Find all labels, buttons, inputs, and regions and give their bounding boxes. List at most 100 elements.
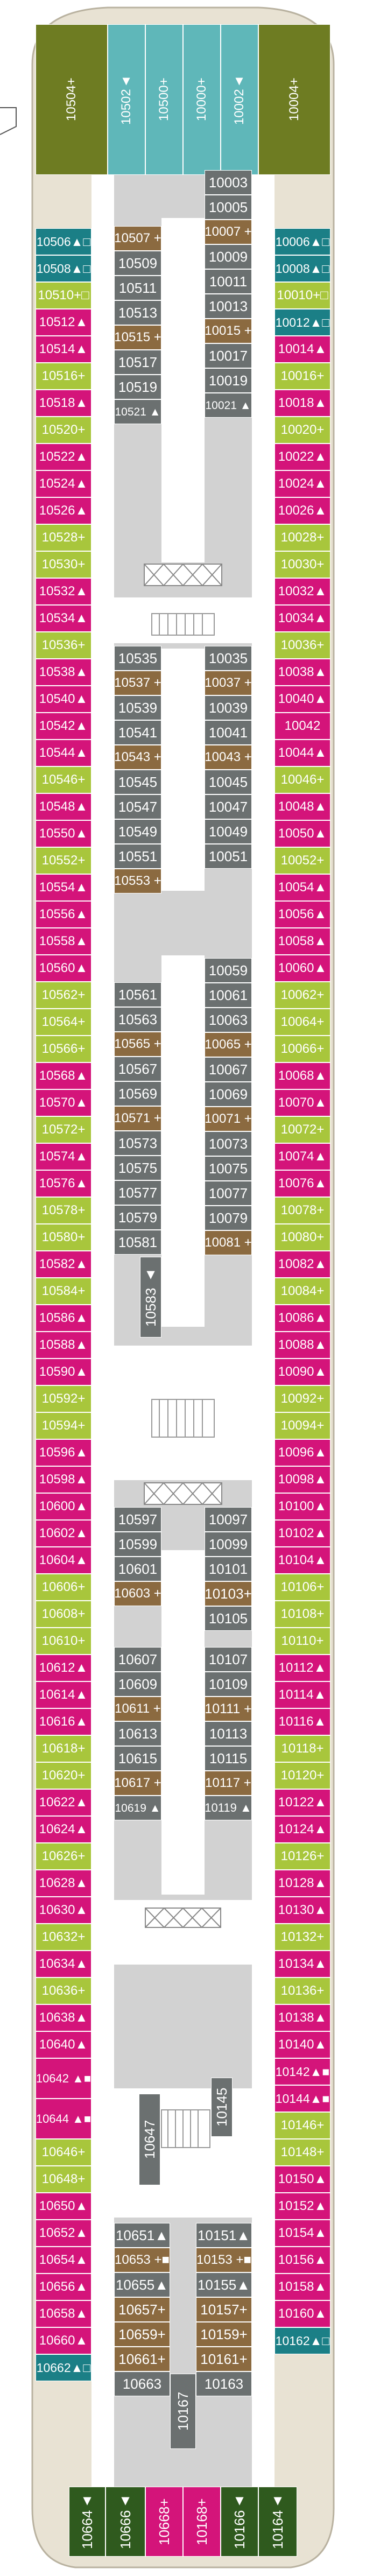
cabin-right-37[interactable]: 10080+ [274, 1224, 330, 1251]
cabin-left-71[interactable]: 10648+ [36, 2166, 92, 2193]
cabin-right-16[interactable]: 10038▲ [274, 659, 330, 686]
cabin-right-11[interactable]: 10028+ [274, 524, 330, 551]
cabin-right-49[interactable]: 10104▲ [274, 1547, 330, 1574]
cabin-left-28[interactable]: 10562+ [36, 982, 92, 1009]
cabin-left-48[interactable]: 10602▲ [36, 1520, 92, 1547]
cabin-right-72[interactable]: 10150▲ [274, 2166, 330, 2193]
cabin-top-0[interactable]: 10504+ [36, 24, 108, 175]
cabin-left-41[interactable]: 10588▲ [36, 1332, 92, 1359]
cabin-left-33[interactable]: 10572+ [36, 1116, 92, 1143]
cabin-left-11[interactable]: 10528+ [36, 524, 92, 551]
cabin-right-21[interactable]: 10048▲ [274, 793, 330, 820]
cabin-top-3[interactable]: 10000+ [183, 24, 221, 175]
cabin-left-29[interactable]: 10564+ [36, 1009, 92, 1036]
cabin-ll-2[interactable]: 10565 + [114, 1032, 161, 1057]
cabin-right-57[interactable]: 10120+ [274, 1762, 330, 1789]
cabin-ml-5[interactable]: 10545 [114, 770, 161, 794]
cabin-right-8[interactable]: 10022▲ [274, 444, 330, 470]
cabin-cl-3[interactable]: 10657+ [114, 2297, 170, 2322]
cabin-10583[interactable]: 10583 ▲ [140, 1257, 161, 1338]
cabin-ar-1[interactable]: 10099 [205, 1532, 252, 1557]
cabin-br-4[interactable]: 10115 [205, 1746, 252, 1771]
cabin-left-5[interactable]: 10516+ [36, 363, 92, 390]
cabin-ul-6[interactable]: 10519 [114, 375, 161, 399]
cabin-mr-0[interactable]: 10035 [205, 646, 252, 671]
cabin-bl-0[interactable]: 10607 [114, 1647, 161, 1672]
cabin-bl-3[interactable]: 10613 [114, 1721, 161, 1746]
cabin-right-38[interactable]: 10082▲ [274, 1251, 330, 1278]
cabin-left-24[interactable]: 10554▲ [36, 874, 92, 901]
cabin-bl-1[interactable]: 10609 [114, 1672, 161, 1697]
cabin-right-31[interactable]: 10068▲ [274, 1062, 330, 1089]
cabin-left-76[interactable]: 10658▲ [36, 2300, 92, 2327]
cabin-left-60[interactable]: 10626+ [36, 1843, 92, 1870]
cabin-mr-1[interactable]: 10037 + [205, 671, 252, 695]
cabin-left-58[interactable]: 10622▲ [36, 1789, 92, 1816]
cabin-right-0[interactable]: 10006▲□ [274, 228, 330, 255]
cabin-left-46[interactable]: 10598▲ [36, 1466, 92, 1493]
cabin-ll-9[interactable]: 10579 [114, 1205, 161, 1230]
cabin-left-47[interactable]: 10600▲ [36, 1493, 92, 1520]
cabin-left-21[interactable]: 10548▲ [36, 793, 92, 820]
cabin-ur-5[interactable]: 10013 [205, 294, 252, 319]
cabin-top-5[interactable]: 10004+ [258, 24, 330, 175]
cabin-bottom-2[interactable]: 10668+ [145, 2487, 183, 2557]
cabin-right-2[interactable]: 10010+□ [274, 282, 330, 309]
cabin-left-50[interactable]: 10606+ [36, 1574, 92, 1601]
cabin-right-5[interactable]: 10016+ [274, 363, 330, 390]
cabin-right-6[interactable]: 10018▲ [274, 390, 330, 417]
cabin-right-59[interactable]: 10124▲ [274, 1816, 330, 1843]
cabin-right-23[interactable]: 10052+ [274, 847, 330, 874]
cabin-lr-3[interactable]: 10065 + [205, 1032, 252, 1057]
cabin-right-71[interactable]: 10148+ [274, 2139, 330, 2166]
cabin-ml-4[interactable]: 10543 + [114, 745, 161, 770]
cabin-right-33[interactable]: 10072+ [274, 1116, 330, 1143]
cabin-right-32[interactable]: 10070▲ [274, 1089, 330, 1116]
cabin-right-19[interactable]: 10044▲ [274, 740, 330, 766]
cabin-left-12[interactable]: 10530+ [36, 551, 92, 578]
cabin-right-74[interactable]: 10154▲ [274, 2220, 330, 2247]
cabin-bottom-3[interactable]: 10168+ [183, 2487, 221, 2557]
cabin-top-1[interactable]: 10502▲ [108, 24, 145, 175]
cabin-left-32[interactable]: 10570▲ [36, 1089, 92, 1116]
cabin-bl-2[interactable]: 10611 + [114, 1697, 161, 1721]
cabin-lr-1[interactable]: 10061 [205, 983, 252, 1008]
cabin-right-24[interactable]: 10054▲ [274, 874, 330, 901]
cabin-ll-0[interactable]: 10561 [114, 982, 161, 1007]
cabin-bl-5[interactable]: 10617 + [114, 1771, 161, 1796]
cabin-right-77[interactable]: 10160▲ [274, 2300, 330, 2327]
cabin-right-75[interactable]: 10156▲ [274, 2247, 330, 2274]
cabin-ll-10[interactable]: 10581 [114, 1230, 161, 1255]
cabin-cl-4[interactable]: 10659+ [114, 2322, 170, 2347]
cabin-top-2[interactable]: 10500+ [145, 24, 183, 175]
cabin-right-69[interactable]: 10144▲■ [274, 2085, 330, 2112]
cabin-10167[interactable]: 10167 [170, 2374, 196, 2449]
cabin-lr-8[interactable]: 10075 [205, 1156, 252, 1181]
cabin-right-7[interactable]: 10020+ [274, 417, 330, 444]
cabin-ur-8[interactable]: 10019 [205, 368, 252, 393]
cabin-left-70[interactable]: 10646+ [36, 2139, 92, 2166]
cabin-ul-0[interactable]: 10507 + [114, 226, 161, 251]
cabin-right-70[interactable]: 10146+ [274, 2112, 330, 2139]
cabin-left-56[interactable]: 10618+ [36, 1735, 92, 1762]
cabin-right-58[interactable]: 10122▲ [274, 1789, 330, 1816]
cabin-br-2[interactable]: 10111 + [205, 1697, 252, 1721]
cabin-right-36[interactable]: 10078+ [274, 1197, 330, 1224]
cabin-right-29[interactable]: 10064+ [274, 1009, 330, 1036]
cabin-left-59[interactable]: 10624▲ [36, 1816, 92, 1843]
cabin-right-26[interactable]: 10058▲ [274, 928, 330, 955]
cabin-right-34[interactable]: 10074▲ [274, 1143, 330, 1170]
cabin-right-51[interactable]: 10108+ [274, 1601, 330, 1628]
cabin-cr-2[interactable]: 10155▲ [196, 2272, 252, 2297]
cabin-left-0[interactable]: 10506▲□ [36, 228, 92, 255]
cabin-left-23[interactable]: 10552+ [36, 847, 92, 874]
cabin-right-27[interactable]: 10060▲ [274, 955, 330, 982]
cabin-left-35[interactable]: 10576▲ [36, 1170, 92, 1197]
cabin-left-30[interactable]: 10566+ [36, 1036, 92, 1062]
cabin-bl-6[interactable]: 10619 ▲ [114, 1796, 161, 1820]
cabin-left-4[interactable]: 10514▲ [36, 336, 92, 363]
cabin-br-6[interactable]: 10119 ▲ [205, 1796, 252, 1820]
cabin-ul-1[interactable]: 10509 [114, 251, 161, 276]
cabin-ul-7[interactable]: 10521 ▲ [114, 399, 161, 424]
cabin-right-56[interactable]: 10118+ [274, 1735, 330, 1762]
